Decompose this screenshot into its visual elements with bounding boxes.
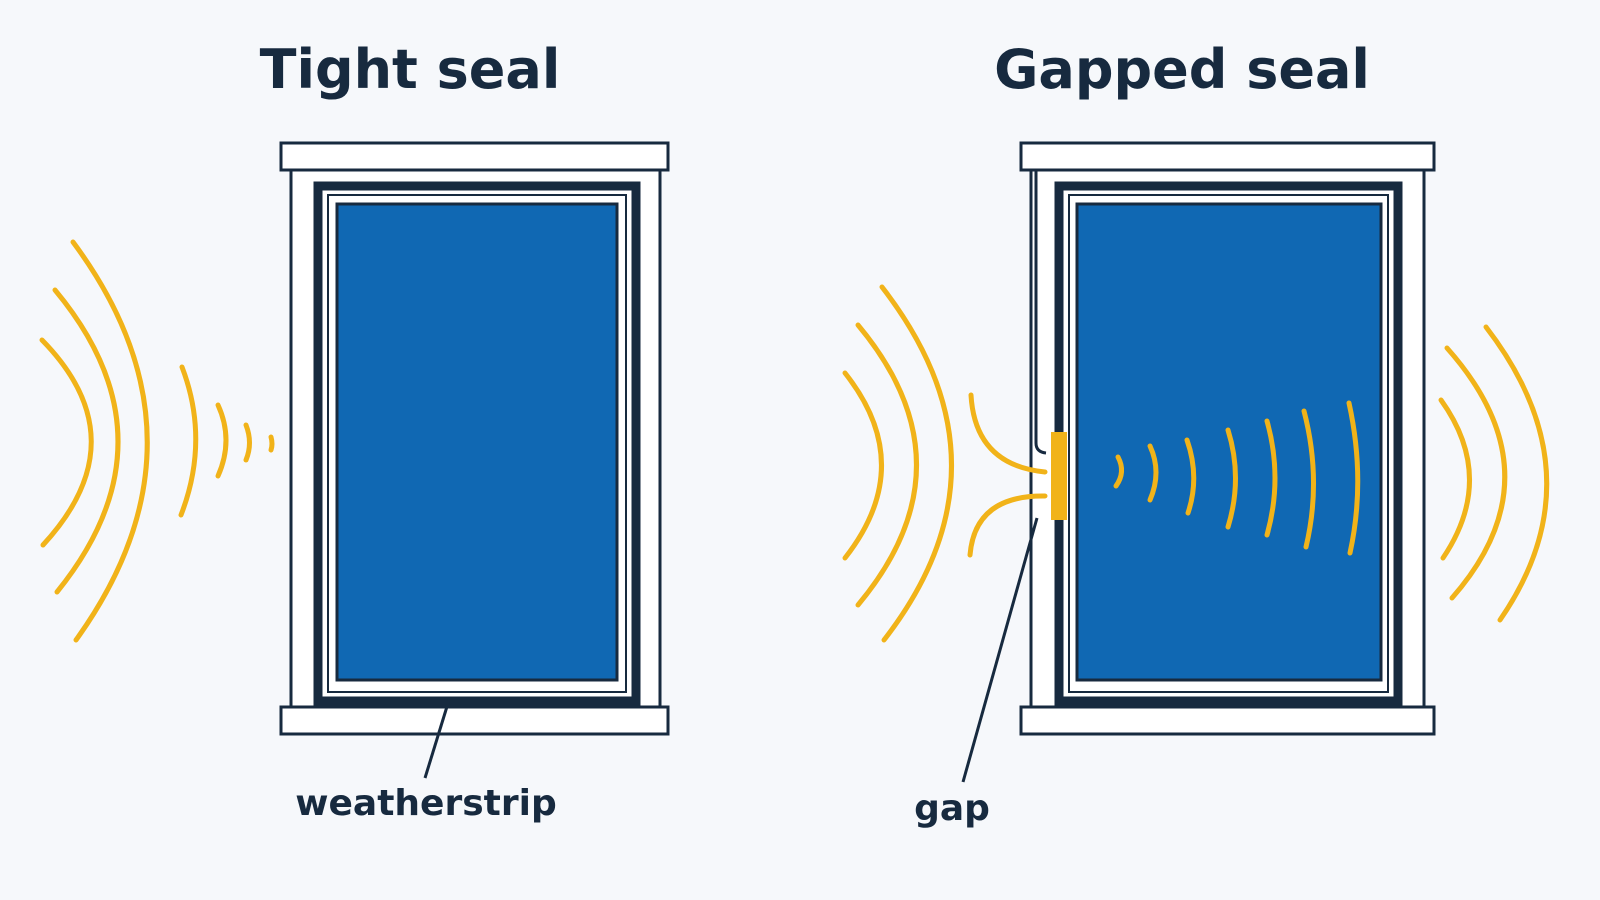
glass-pane	[335, 202, 619, 682]
blocked-sound-waves	[39, 239, 275, 643]
tight-seal-panel: Tight seal weatherstrip	[39, 38, 670, 824]
sound-wave-arc	[1438, 397, 1472, 561]
weatherstrip-leader-line	[423, 699, 451, 779]
frame-sill-bottom	[1019, 705, 1436, 736]
sound-wave-arc	[215, 402, 229, 479]
frame-sill-bottom	[279, 705, 670, 736]
sound-wave-arc	[1444, 345, 1508, 601]
weatherstrip-label: weatherstrip	[295, 783, 556, 824]
gapped-seal-title: Gapped seal	[994, 38, 1370, 101]
gapped-seal-window	[1019, 141, 1436, 736]
funnel-curve	[967, 493, 1048, 558]
transmitted-sound-waves	[1438, 324, 1550, 623]
sound-wave-arc	[1264, 418, 1278, 538]
sound-wave-arc	[268, 434, 275, 453]
leaking-sound-waves	[1113, 400, 1361, 556]
sound-wave-arc	[1147, 443, 1159, 503]
sound-wave-arc	[178, 364, 199, 518]
sound-wave-arc	[39, 337, 94, 548]
sound-wave-arc	[1346, 400, 1361, 556]
gapped-seal-panel: Gapped seal	[842, 38, 1550, 829]
sound-wave-arc	[1301, 408, 1316, 550]
tight-seal-title: Tight seal	[260, 38, 561, 101]
gap-opening	[1051, 432, 1067, 520]
gap-leader-line	[961, 517, 1039, 783]
sound-wave-arc	[1225, 427, 1238, 530]
sound-wave-arc	[855, 322, 919, 608]
weatherstrip-seal	[313, 181, 641, 706]
frame-sill-top	[279, 141, 670, 172]
gap-label: gap	[914, 788, 990, 829]
sound-wave-arc	[1483, 324, 1550, 623]
frame-sill-top	[1019, 141, 1436, 172]
sound-wave-arc	[1184, 437, 1197, 516]
sound-wave-arc	[243, 422, 252, 463]
broken-seal-edge	[1034, 170, 1047, 455]
sound-wave-arc	[70, 239, 150, 643]
sound-wave-arc	[842, 370, 884, 561]
sound-wave-arc	[1113, 454, 1124, 489]
incoming-sound-waves	[842, 284, 954, 643]
tight-seal-window	[279, 141, 670, 736]
sound-wave-arc	[52, 287, 121, 595]
sound-funnel	[967, 392, 1048, 558]
funnel-curve	[968, 392, 1048, 475]
sound-wave-arc	[879, 284, 954, 643]
